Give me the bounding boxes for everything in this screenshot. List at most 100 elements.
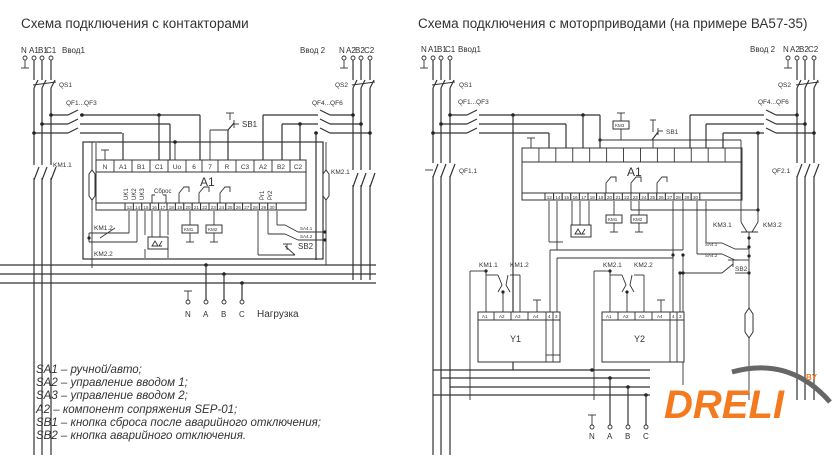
left-bottom-terminal: 19 xyxy=(177,205,183,210)
right-y2-term-a3: A3 xyxy=(639,314,645,319)
left-km22-label: KM2.2 xyxy=(94,251,113,258)
left-in1-terminals xyxy=(21,55,54,69)
left-load-bus xyxy=(0,263,376,305)
right-coil-km1: KM1 xyxy=(605,201,623,233)
right-coil-km1-label: KM1 xyxy=(608,217,618,222)
right-in2-terminals xyxy=(784,55,817,69)
right-bottom-terminal: 25 xyxy=(650,195,656,200)
right-module-label: A1 xyxy=(627,165,642,179)
right-bottom-terminal: 28 xyxy=(676,195,682,200)
left-in1-A1: A1 xyxy=(29,46,39,55)
left-qs2-label: QS2 xyxy=(335,82,348,89)
right-bottom-terminal: 16 xyxy=(573,195,579,200)
right-load-A: A xyxy=(607,432,613,441)
left-bottom-terminal: 17 xyxy=(160,205,166,210)
legend-item: SA1 – ручной/авто; xyxy=(36,364,142,376)
left-qs1-label: QS1 xyxy=(59,82,72,89)
right-sb2-label: SB2 xyxy=(735,266,748,273)
right-sa42-label: SA4.2 xyxy=(705,253,718,258)
legend-item: SB1 – кнопка сброса после аварийного отк… xyxy=(36,416,321,429)
left-load-A: A xyxy=(203,310,209,319)
right-y1-km12: KM1.2 xyxy=(510,262,529,269)
right-bottom-terminal: 22 xyxy=(624,195,630,200)
right-y2-drive: A1 A2 A3 A4 4 3 Y2 xyxy=(593,253,685,400)
left-km21-label: KM2.1 xyxy=(331,169,350,176)
left-fuse-1 xyxy=(88,142,96,268)
left-km11-label: KM1.1 xyxy=(53,162,72,169)
left-bottom-terminal: 22 xyxy=(202,205,208,210)
right-relay-symbols xyxy=(605,176,668,193)
right-in1-N: N xyxy=(421,45,427,54)
left-in2-terminals xyxy=(340,55,373,69)
right-y2-term-3: 3 xyxy=(679,314,682,319)
left-title: Схема подключения с контакторами xyxy=(21,16,249,31)
right-km32-label: KM3.2 xyxy=(763,222,782,229)
right-in2-B2: B2 xyxy=(799,45,809,54)
left-bottom-terminal: 15 xyxy=(143,205,149,210)
right-coil-km2-label: KM2 xyxy=(633,217,643,222)
right-bottom-terminal: 14 xyxy=(555,195,561,200)
right-in1-terminals xyxy=(420,55,453,69)
left-top-wires xyxy=(101,115,317,260)
right-in1-B1: B1 xyxy=(437,45,447,54)
right-y2-term-4: 4 xyxy=(672,314,675,319)
left-sa41-label: SA4.1 xyxy=(300,226,313,231)
right-y1-term-a1: A1 xyxy=(482,314,488,319)
right-module-a1 xyxy=(521,147,743,201)
left-top-terminal: 6 xyxy=(192,164,196,171)
left-bottom-terminal: 26 xyxy=(236,205,242,210)
legend-item: SA2 – управление вводом 1; xyxy=(36,377,188,390)
left-in2-C2: C2 xyxy=(364,46,375,55)
left-km11-contacts xyxy=(32,165,57,181)
left-bottom-terminal: 16 xyxy=(152,205,158,210)
right-diagram: Схема подключения с моторприводами (на п… xyxy=(418,16,820,455)
left-in2-label: Ввод 2 xyxy=(300,46,326,55)
logo-text: DRELI xyxy=(664,383,785,427)
right-in1-C1: C1 xyxy=(445,45,456,54)
left-top-terminal: 7 xyxy=(208,164,212,171)
left-top-terminal: A1 xyxy=(119,164,127,171)
right-bottom-terminal: 24 xyxy=(641,195,647,200)
right-y1-km11: KM1.1 xyxy=(479,262,498,269)
right-load-bus xyxy=(433,368,650,430)
right-coil-km3: KM3 xyxy=(598,112,630,142)
dreli-logo: DRELI BY xyxy=(664,365,832,427)
left-module-label: A1 xyxy=(200,175,215,189)
left-bottom-terminal: 14 xyxy=(135,205,141,210)
left-top-terminal: C2 xyxy=(294,164,303,171)
left-module-a1 xyxy=(95,143,307,211)
left-fuse-2 xyxy=(322,142,330,265)
left-in1-B1: B1 xyxy=(38,46,48,55)
left-load-B: B xyxy=(221,310,226,319)
left-diagram: Схема подключения с контакторами N A1 B1… xyxy=(0,16,376,455)
left-bottom-terminal: 25 xyxy=(227,205,233,210)
right-qf-left-label: QF1...QF3 xyxy=(458,99,489,106)
left-phase-wires-1 xyxy=(32,60,57,455)
left-interlock-contacts xyxy=(87,211,138,243)
left-phase-wires-2 xyxy=(263,60,376,280)
right-load-N: N xyxy=(589,432,595,441)
left-module-inner: UK1 UK2 UK3 Сброс Pr1 Pr2 xyxy=(124,186,274,203)
left-top-terminal: N xyxy=(103,164,108,171)
left-bottom-terminal: 29 xyxy=(261,205,267,210)
right-y2-term-a4: A4 xyxy=(657,314,663,319)
left-bottom-terminal: 21 xyxy=(194,205,200,210)
right-y2-km22: KM2.2 xyxy=(634,262,653,269)
right-qf21-label: QF2.1 xyxy=(772,168,790,175)
right-coil-km3-label: KM3 xyxy=(615,123,625,128)
right-switch-group xyxy=(570,201,592,238)
right-in2-label: Ввод 2 xyxy=(750,45,776,54)
left-sb2-label: SB2 xyxy=(298,242,314,251)
left-bottom-terminal: 30 xyxy=(269,205,275,210)
left-reset-label: Сброс xyxy=(154,189,171,195)
right-km3-contacts xyxy=(740,210,759,308)
left-switch-group xyxy=(144,211,169,258)
legend-item: A2 – компонент сопряжения SEP-01; xyxy=(36,403,238,416)
right-sa41-label: SA4.1 xyxy=(705,242,718,247)
right-y1-term-4: 4 xyxy=(548,314,551,319)
left-top-terminal: B2 xyxy=(277,164,285,171)
left-bottom-terminal: 20 xyxy=(185,205,191,210)
left-sa42-label: SA4.2 xyxy=(300,234,313,239)
